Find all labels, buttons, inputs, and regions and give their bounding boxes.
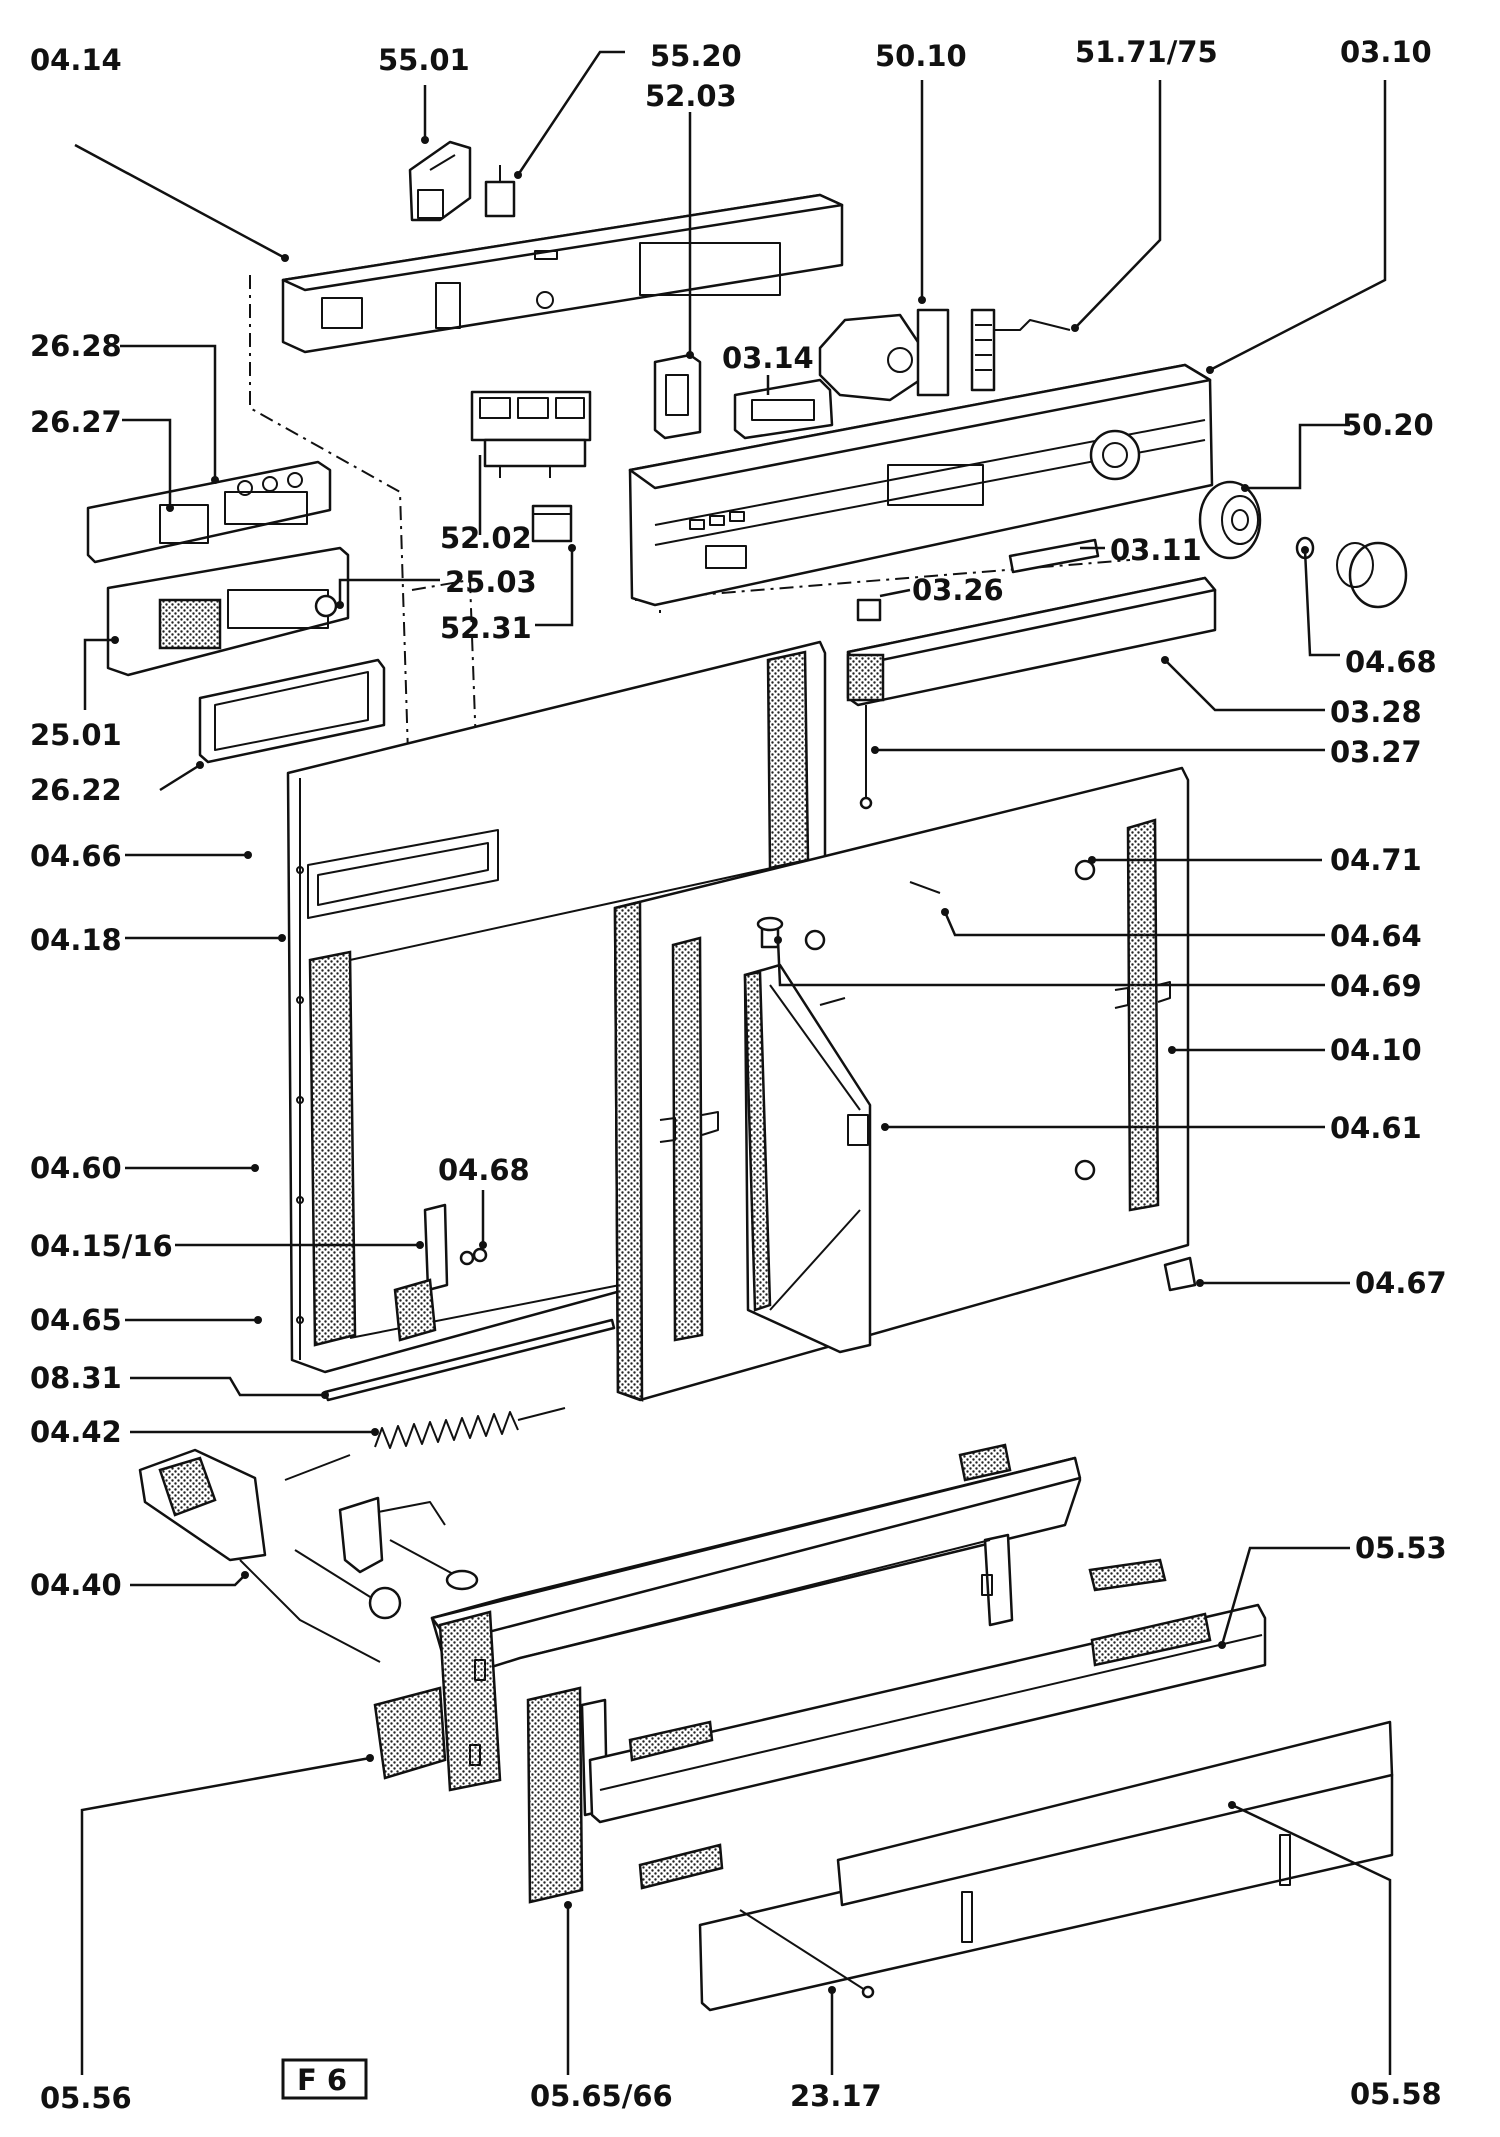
label-03-11: 03.11 <box>1110 533 1202 567</box>
support-rail-03-28 <box>846 576 1217 810</box>
label-50-10: 50.10 <box>875 39 967 73</box>
label-04-71: 04.71 <box>1330 843 1422 877</box>
label-52-31: 52.31 <box>440 611 532 645</box>
label-51-71: 51.71/75 <box>1075 35 1218 69</box>
label-04-67: 04.67 <box>1355 1266 1447 1300</box>
label-04-42: 04.42 <box>30 1415 122 1449</box>
label-05-58: 05.58 <box>1350 2077 1442 2111</box>
screw-04-69 <box>756 916 784 949</box>
label-03-14: 03.14 <box>722 341 814 375</box>
pin-23-17 <box>739 1909 875 1999</box>
label-04-68-mid: 04.68 <box>438 1153 530 1187</box>
label-52-03: 52.03 <box>645 79 737 113</box>
control-box-25-01 <box>106 546 350 677</box>
control-panel-fascia-03-10 <box>628 363 1214 607</box>
label-04-69: 04.69 <box>1330 969 1422 1003</box>
plate-marker: F 6 <box>281 2058 368 2100</box>
micro-switch-55-01 <box>408 140 472 222</box>
leader-lines <box>74 50 1392 2075</box>
label-03-10: 03.10 <box>1340 35 1432 69</box>
label-04-10: 04.10 <box>1330 1033 1422 1067</box>
label-03-28: 03.28 <box>1330 695 1422 729</box>
hinge-04-15 <box>393 1203 488 1342</box>
label-03-27: 03.27 <box>1330 735 1422 769</box>
label-04-68-top: 04.68 <box>1345 645 1437 679</box>
label-08-31: 08.31 <box>30 1361 122 1395</box>
strip-03-11 <box>1008 538 1100 574</box>
plinth-05-58 <box>638 1720 1394 2012</box>
label-05-56: 05.56 <box>40 2081 132 2115</box>
label-26-27: 26.27 <box>30 405 122 439</box>
kick-plate-05-53 <box>588 1558 1267 1824</box>
label-04-65: 04.65 <box>30 1303 122 1337</box>
frame-03-14 <box>733 378 834 440</box>
spring-04-42 <box>374 1407 566 1449</box>
label-04-15-16: 04.15/16 <box>30 1229 173 1263</box>
control-panel-channel <box>281 193 844 354</box>
label-04-14: 04.14 <box>30 43 122 77</box>
label-04-18: 04.18 <box>30 923 122 957</box>
bracket-52-03 <box>653 353 702 440</box>
micro-switch-55-20 <box>484 165 516 218</box>
bracket-04-67 <box>1163 1256 1197 1292</box>
label-04-61: 04.61 <box>1330 1111 1422 1145</box>
label-52-02: 52.02 <box>440 521 532 555</box>
label-04-60: 04.60 <box>30 1151 122 1185</box>
label-05-53: 05.53 <box>1355 1531 1447 1565</box>
knob-assembly-50-20 <box>1198 480 1408 609</box>
plate-marker-label: F 6 <box>297 2063 347 2097</box>
control-box-26-27 <box>86 460 332 564</box>
label-25-01: 25.01 <box>30 718 122 752</box>
label-25-03: 25.03 <box>445 565 537 599</box>
hinge-assembly-04-40 <box>138 1448 479 1663</box>
wire-harness-51-71 <box>970 308 1071 392</box>
block-52-31 <box>531 504 573 543</box>
part-labels: 04.14 55.01 55.20 52.03 50.10 51.71/75 0… <box>30 35 1447 2115</box>
base-frame-05-56 <box>373 1443 1082 1792</box>
label-50-20: 50.20 <box>1342 408 1434 442</box>
label-55-01: 55.01 <box>378 43 470 77</box>
leader-dots <box>111 136 1309 1994</box>
timer-50-10 <box>818 308 950 402</box>
label-55-20: 55.20 <box>650 39 742 73</box>
label-26-28: 26.28 <box>30 329 122 363</box>
label-26-22: 26.22 <box>30 773 122 807</box>
label-04-64: 04.64 <box>1330 919 1422 953</box>
label-04-66: 04.66 <box>30 839 122 873</box>
label-05-65-66: 05.65/66 <box>530 2079 673 2113</box>
relay-52-02 <box>470 390 592 478</box>
label-04-40: 04.40 <box>30 1568 122 1602</box>
label-23-17: 23.17 <box>790 2079 882 2113</box>
label-03-26: 03.26 <box>912 573 1004 607</box>
gasket-26-22 <box>198 658 386 764</box>
